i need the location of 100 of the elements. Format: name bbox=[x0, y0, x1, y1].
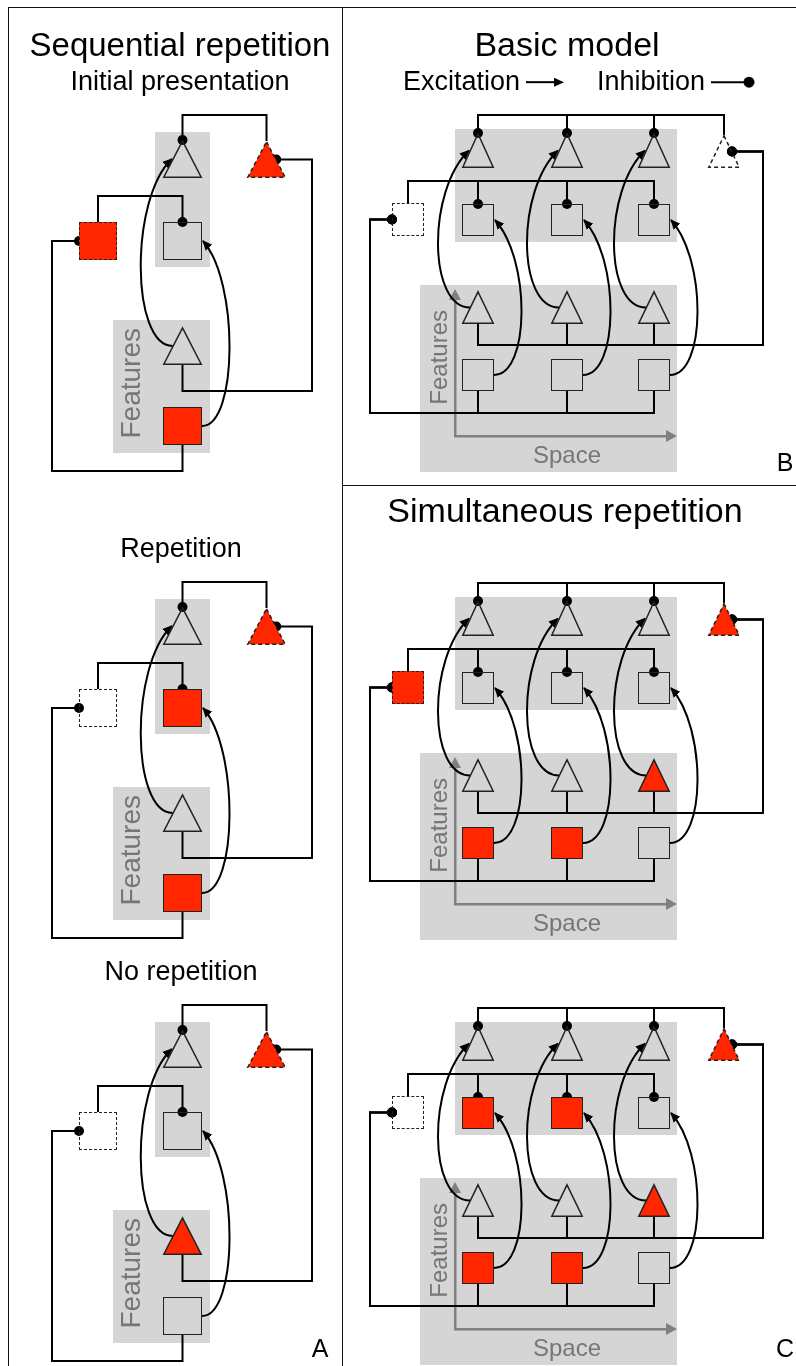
features-region bbox=[113, 320, 210, 453]
triangle-node bbox=[551, 759, 583, 792]
excitation-arrow bbox=[139, 1048, 174, 1237]
triangle-node bbox=[638, 601, 670, 636]
square-node bbox=[163, 222, 202, 260]
triangle-node bbox=[638, 291, 670, 324]
dashed-triangle-node bbox=[247, 1031, 286, 1068]
inhibition-connector bbox=[97, 1085, 188, 1117]
excitation-arrow bbox=[669, 687, 699, 844]
excitation-arrow bbox=[139, 158, 174, 347]
square-node bbox=[163, 407, 202, 445]
features-region bbox=[420, 1178, 677, 1365]
inhibition-connector bbox=[97, 195, 188, 227]
triangle-node bbox=[462, 759, 494, 792]
inhibition-connector bbox=[653, 614, 764, 814]
excitation-arrow bbox=[201, 707, 231, 894]
triangle-node bbox=[163, 1030, 202, 1068]
square-node bbox=[163, 1297, 202, 1335]
square-node bbox=[638, 1097, 670, 1129]
features-region bbox=[420, 753, 677, 940]
legend-label: Inhibition bbox=[597, 67, 706, 97]
shaded-region bbox=[455, 1022, 677, 1135]
panel-letter: B bbox=[776, 449, 794, 477]
square-node bbox=[462, 672, 494, 704]
inhibition-connector bbox=[51, 1126, 184, 1362]
excitation-arrow bbox=[437, 1042, 471, 1202]
inhibition-connector bbox=[369, 214, 655, 414]
excitation-arrow bbox=[613, 617, 647, 777]
square-node bbox=[462, 1252, 494, 1284]
shaded-region bbox=[455, 597, 677, 710]
shaded-region bbox=[455, 129, 677, 242]
triangle-node bbox=[551, 1026, 583, 1061]
triangle-node bbox=[638, 759, 670, 792]
excitation-arrow bbox=[493, 1112, 523, 1269]
triangle-node bbox=[638, 1026, 670, 1061]
heading: Simultaneous repetition bbox=[387, 492, 743, 530]
triangle-node bbox=[163, 1217, 202, 1255]
dashed-triangle-node bbox=[708, 1028, 740, 1061]
dashed-square-node bbox=[79, 222, 117, 260]
excitation-arrow bbox=[437, 149, 471, 309]
square-node bbox=[638, 1252, 670, 1284]
inhibition-connector bbox=[51, 236, 184, 472]
inhibition-connector bbox=[649, 582, 725, 606]
legend-label: Excitation bbox=[403, 67, 521, 97]
square-node bbox=[462, 359, 494, 391]
square-node bbox=[462, 1097, 494, 1129]
square-node bbox=[551, 672, 583, 704]
excitation-arrow bbox=[437, 617, 471, 777]
triangle-node bbox=[551, 291, 583, 324]
dashed-square-node bbox=[392, 203, 424, 236]
triangle-node bbox=[551, 1184, 583, 1217]
square-node bbox=[638, 359, 670, 391]
excitation-arrow bbox=[526, 1042, 560, 1202]
inhibition-connector bbox=[369, 1107, 655, 1307]
heading: Repetition bbox=[120, 534, 242, 564]
triangle-node bbox=[638, 1184, 670, 1217]
excitation-arrow bbox=[526, 149, 560, 309]
triangle-node bbox=[462, 1184, 494, 1217]
inhibition-connector bbox=[181, 154, 313, 392]
axis-label: Features bbox=[427, 310, 451, 405]
triangle-node bbox=[462, 133, 494, 168]
dashed-triangle-node bbox=[247, 608, 286, 645]
excitation-arrow bbox=[526, 617, 560, 777]
heading: Initial presentation bbox=[70, 67, 290, 97]
shaded-region bbox=[155, 132, 210, 267]
heading: No repetition bbox=[104, 957, 258, 987]
features-region bbox=[113, 1210, 210, 1343]
triangle-node bbox=[163, 327, 202, 365]
square-node bbox=[551, 204, 583, 236]
inhibition-connector bbox=[181, 1044, 313, 1282]
triangle-node bbox=[163, 607, 202, 645]
excitation-arrow bbox=[493, 687, 523, 844]
axis-label: Features bbox=[117, 328, 145, 439]
triangle-node bbox=[163, 794, 202, 832]
excitation-arrow bbox=[613, 149, 647, 309]
excitation-arrow bbox=[201, 1130, 231, 1317]
panel-letter: C bbox=[775, 1335, 795, 1363]
excitation-arrow bbox=[582, 1112, 612, 1269]
square-node bbox=[163, 874, 202, 912]
features-region bbox=[113, 787, 210, 920]
triangle-node bbox=[551, 601, 583, 636]
axis-label: Space bbox=[533, 911, 602, 935]
dashed-triangle-node bbox=[247, 141, 286, 178]
square-node bbox=[551, 1252, 583, 1284]
inhibition-connector bbox=[653, 146, 764, 346]
heading: Basic model bbox=[474, 26, 660, 64]
axis-label: Features bbox=[117, 1218, 145, 1329]
dashed-triangle-node bbox=[708, 603, 740, 636]
square-node bbox=[551, 827, 583, 859]
triangle-node bbox=[462, 601, 494, 636]
axis-label: Features bbox=[427, 1203, 451, 1298]
square-node bbox=[638, 672, 670, 704]
features-region bbox=[420, 285, 677, 472]
inhibition-connector bbox=[177, 581, 268, 612]
panel-letter: A bbox=[311, 1335, 329, 1363]
dashed-square-node bbox=[392, 671, 424, 704]
square-node bbox=[551, 1097, 583, 1129]
excitation-arrow bbox=[669, 219, 699, 376]
inhibition-connector bbox=[369, 682, 655, 882]
excitation-arrow bbox=[493, 219, 523, 376]
